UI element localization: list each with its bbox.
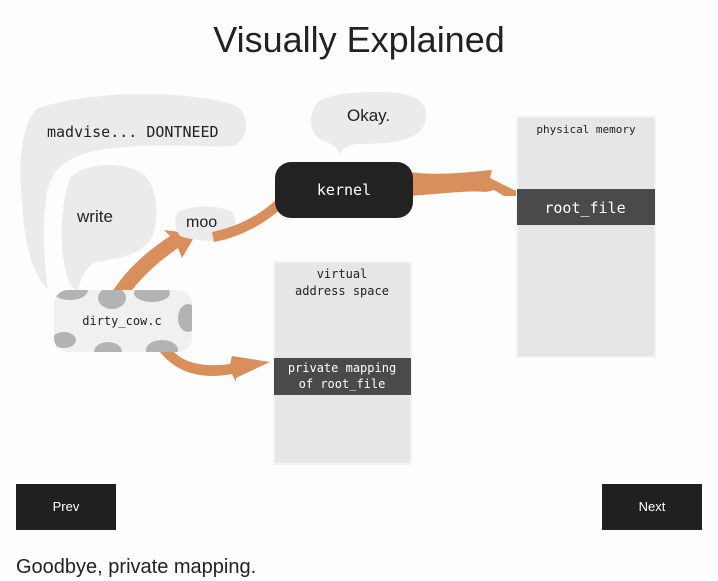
private-mapping-line1: private mapping: [288, 361, 396, 375]
arm-to-physical-memory: [408, 170, 530, 196]
arm-to-kernel-lower: [112, 230, 196, 296]
private-mapping-block: [274, 358, 411, 395]
speech-madvise: madvise... DONTNEED: [47, 123, 219, 141]
speech-okay: Okay.: [347, 106, 390, 125]
physical-memory-title: physical memory: [536, 123, 636, 136]
prev-button[interactable]: Prev: [16, 484, 116, 530]
kernel-label: kernel: [317, 181, 371, 199]
dirty-cow-diagram: madvise... DONTNEED write Okay. moo phys…: [20, 92, 656, 465]
kernel-node: [275, 162, 413, 218]
virtual-title-line1: virtual: [317, 267, 368, 281]
slide-caption: Goodbye, private mapping.: [16, 556, 257, 578]
next-button[interactable]: Next: [602, 484, 702, 530]
okay-speech-bubble: [310, 92, 427, 154]
arm-to-private-mapping: [160, 344, 270, 382]
speech-write: write: [76, 207, 113, 226]
madvise-thought-bubble: [20, 94, 247, 290]
write-speech-bubble: [61, 164, 157, 292]
physical-memory-panel: [516, 116, 656, 358]
process-label: dirty_cow.c: [82, 314, 161, 328]
cow-spots: [54, 290, 192, 352]
physical-root-file-label: root_file: [544, 199, 625, 217]
page-title: Visually Explained: [213, 19, 505, 60]
dirty-cow-process-node: [54, 290, 192, 352]
arm-to-kernel-upper: [212, 196, 286, 242]
tag-moo: moo: [186, 214, 217, 231]
virtual-title-line2: address space: [295, 284, 389, 298]
physical-root-file-block: [517, 189, 655, 225]
private-mapping-line2: of root_file: [299, 377, 386, 391]
